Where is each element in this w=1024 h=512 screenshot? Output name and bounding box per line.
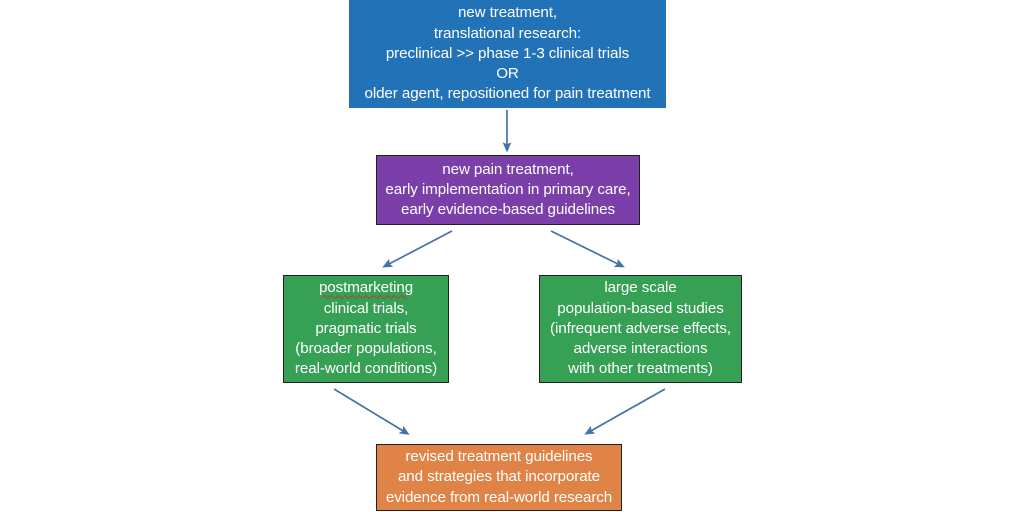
node-postmarketing-trials: postmarketing clinical trials, pragmatic…	[283, 275, 449, 383]
postmarketing-body-text: clinical trials, pragmatic trials (broad…	[294, 299, 438, 378]
node-population-studies: large scale population-based studies (in…	[539, 275, 742, 383]
edge-new-pain-treatment-to-postmarketing	[382, 230, 453, 268]
edge-population-studies-to-revised-guidelines	[584, 388, 666, 435]
postmarketing-spellcheck-word: postmarketing	[318, 279, 414, 297]
node-new-pain-treatment: new pain treatment, early implementation…	[376, 155, 640, 225]
node-revised-guidelines: revised treatment guidelines and strateg…	[376, 444, 622, 511]
node-new-treatment: new treatment, translational research: p…	[349, 0, 666, 108]
edge-postmarketing-to-revised-guidelines	[333, 388, 410, 435]
edge-new-pain-treatment-to-population-studies	[550, 230, 625, 268]
